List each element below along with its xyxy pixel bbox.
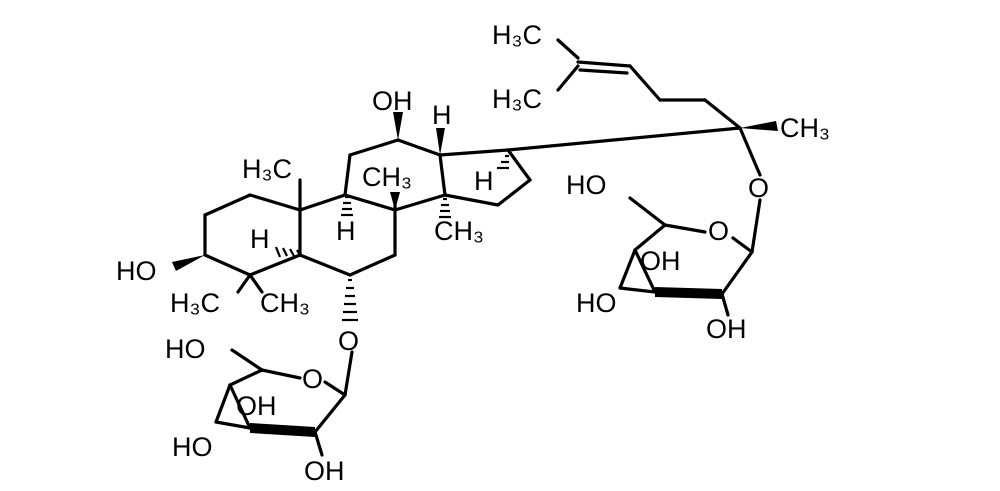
c3-oh-wedge [172, 255, 205, 271]
c12-oh-wedge [393, 112, 403, 140]
sugar-2 [618, 196, 762, 317]
c10-methyl-label: H₃C [242, 154, 292, 184]
c8-methyl-label: CH₃ [362, 162, 412, 192]
sugar1-front-bond [250, 423, 315, 437]
c13-hydrogen-label: H [432, 100, 452, 130]
sugar2-inner-hydroxyl-label: OH [640, 246, 681, 276]
terminal-methyl-a-label: H₃C [492, 20, 542, 50]
c14-methyl-label: CH₃ [434, 216, 484, 246]
c20-ether-oxygen-label: O [748, 173, 769, 203]
atom-labels: H₃C H₃C OH H CH₃ H₃C CH₃ H H CH₃ H HO H₃… [116, 20, 830, 486]
c4-methyl-b-label: CH₃ [260, 288, 310, 318]
side-chain [506, 38, 778, 177]
sugar2-c2-hydroxyl-label: OH [706, 314, 747, 344]
c13-h-wedge [436, 128, 445, 155]
c20-methyl-wedge [740, 121, 778, 131]
terminal-methyl-b-label: H₃C [492, 84, 542, 114]
c3-hydroxyl-label: HO [116, 256, 157, 286]
ring-a [172, 193, 302, 294]
ring-b [298, 178, 397, 277]
sugar-1 [214, 348, 354, 457]
sugar1-ring-oxygen-label: O [302, 364, 323, 394]
c9-hydrogen-label: H [336, 216, 356, 246]
sugar2-front-bond [655, 287, 722, 299]
c12-hydroxyl-label: OH [372, 86, 413, 116]
sugar1-inner-hydroxyl-label: OH [236, 391, 277, 421]
sugar1-c4-hydroxyl-label: HO [172, 432, 213, 462]
sugar2-c4-hydroxyl-label: HO [576, 288, 617, 318]
hashed-bonds [274, 154, 509, 322]
c17-hydrogen-label: H [474, 166, 494, 196]
sugar2-hydroxymethyl-label: HO [566, 170, 607, 200]
c8-methyl-wedge [390, 192, 400, 210]
c6-ether-oxygen-label: O [338, 326, 359, 356]
sugar2-ring-oxygen-label: O [708, 216, 729, 246]
c20-methyl-label: CH₃ [780, 113, 830, 143]
c4-methyl-a-label: H₃C [170, 288, 220, 318]
ring-d [438, 148, 532, 207]
ring-c [343, 112, 447, 212]
sugar1-hydroxymethyl-label: HO [165, 334, 206, 364]
c5-hydrogen-label: H [250, 224, 270, 254]
sugar1-c2-hydroxyl-label: OH [304, 456, 345, 486]
